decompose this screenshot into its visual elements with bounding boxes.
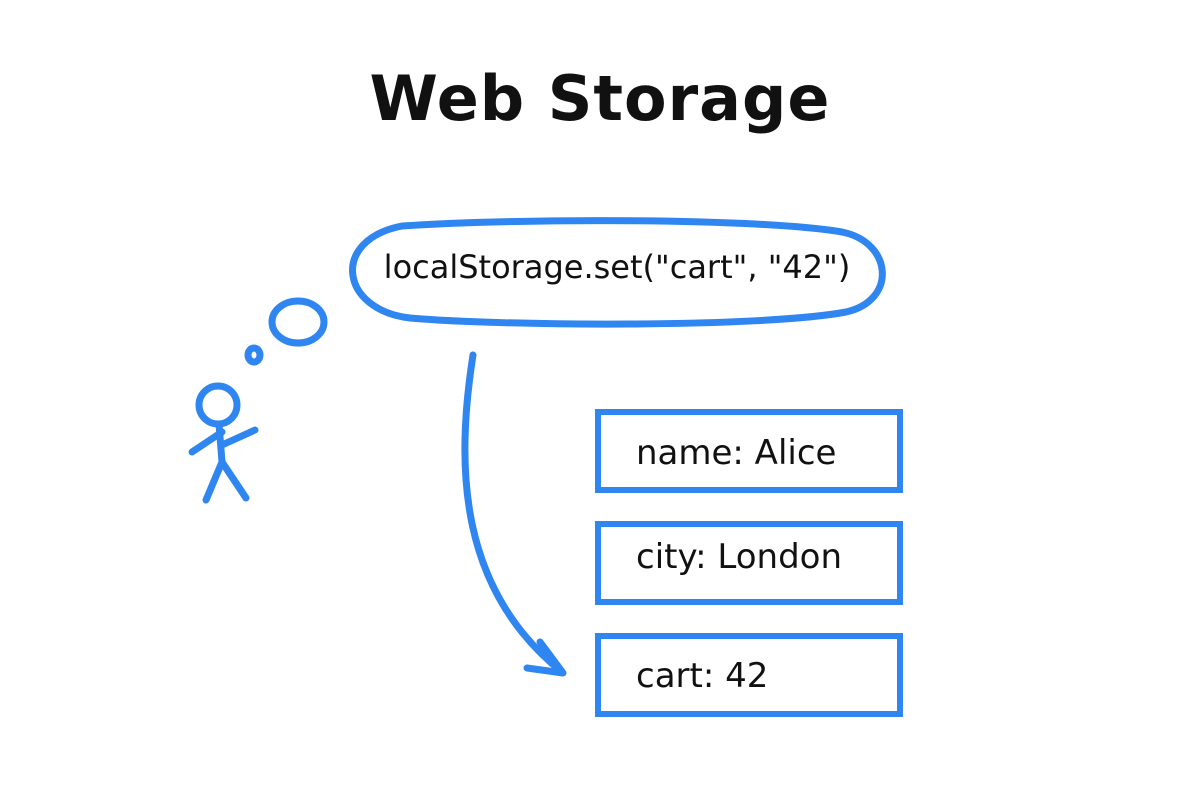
diagram-title: Web Storage bbox=[369, 62, 831, 135]
storage-box-name bbox=[595, 409, 903, 493]
storage-box-cart bbox=[595, 633, 903, 717]
thought-bubble-icon bbox=[349, 217, 886, 328]
stick-figure-icon bbox=[188, 382, 259, 504]
arrow-icon bbox=[461, 351, 566, 676]
storage-entry-name: name: Alice bbox=[636, 433, 837, 473]
thought-bubble-text: localStorage.set("cart", "42") bbox=[383, 248, 851, 286]
storage-box-city bbox=[595, 521, 903, 605]
storage-entry-city: city: London bbox=[636, 537, 843, 577]
thought-trail-small bbox=[244, 344, 264, 366]
thought-trail-large bbox=[268, 297, 328, 347]
storage-entry-cart: cart: 42 bbox=[636, 656, 769, 696]
arrow-head-icon bbox=[523, 638, 567, 677]
